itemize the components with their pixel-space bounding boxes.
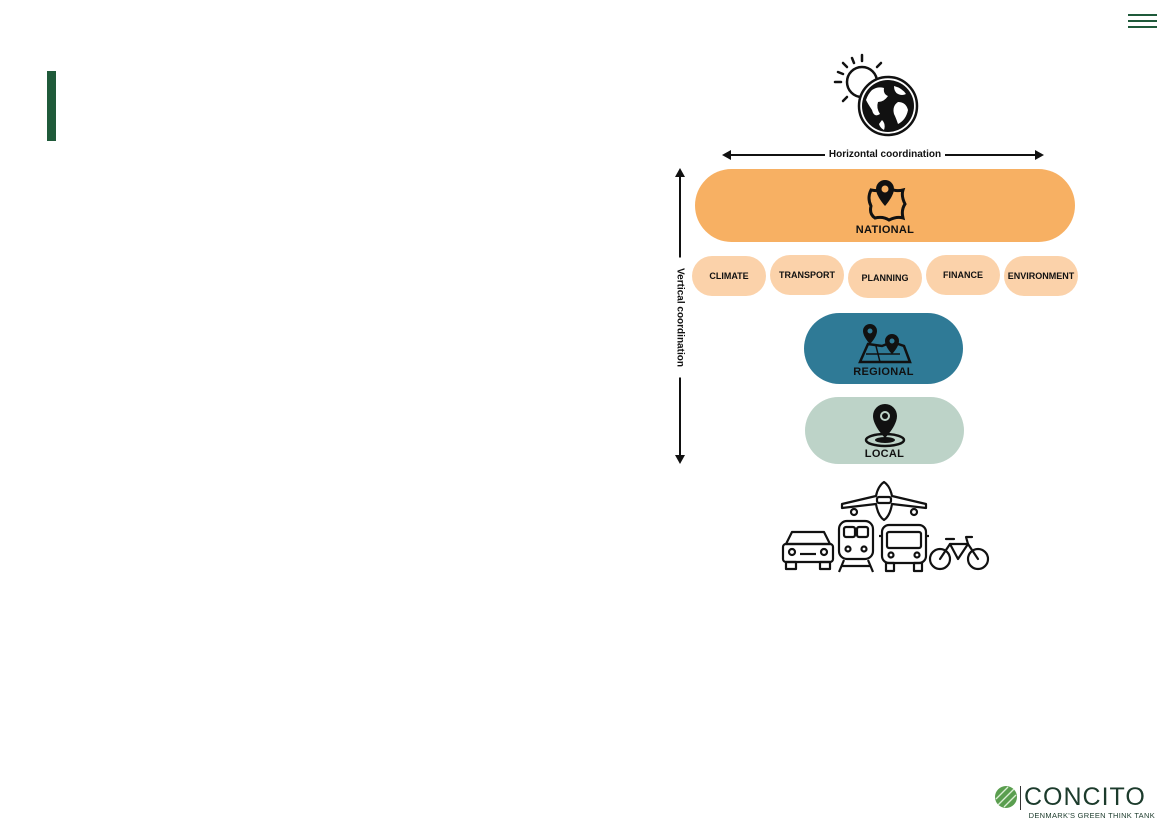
- accent-bar: [47, 71, 56, 141]
- car-icon: [781, 530, 835, 571]
- regional-label: REGIONAL: [853, 365, 914, 378]
- concito-logo[interactable]: CONCITO DENMARK'S GREEN THINK TANK: [994, 783, 1159, 821]
- logo-wordmark: CONCITO: [1024, 783, 1146, 811]
- governance-diagram: Horizontal coordination Vertical coordin…: [660, 40, 1100, 600]
- sector-planning: PLANNING: [848, 258, 922, 298]
- sector-climate: CLIMATE: [692, 256, 766, 296]
- sun-globe-icon: [833, 53, 919, 137]
- map-pin-icon: [867, 179, 907, 222]
- sector-finance: FINANCE: [926, 255, 1000, 295]
- location-pin-icon: [864, 403, 905, 447]
- national-label: NATIONAL: [855, 223, 915, 236]
- vertical-coordination-label: Vertical coordination: [674, 257, 686, 378]
- logo-divider: [1020, 786, 1021, 810]
- airplane-icon: [840, 480, 928, 522]
- sector-transport: TRANSPORT: [770, 255, 844, 295]
- region-map-icon: [857, 323, 912, 363]
- horizontal-coordination-label: Horizontal coordination: [825, 149, 945, 160]
- local-label: LOCAL: [864, 447, 905, 460]
- bicycle-icon: [928, 535, 990, 571]
- hamburger-menu-icon[interactable]: [1128, 12, 1157, 30]
- sector-environment: ENVIRONMENT: [1004, 256, 1078, 296]
- logo-tagline: DENMARK'S GREEN THINK TANK: [1028, 811, 1155, 820]
- concito-leaf-icon: [995, 786, 1017, 808]
- bus-icon: [879, 523, 929, 573]
- train-icon: [837, 519, 875, 573]
- regional-level: REGIONAL: [804, 313, 963, 384]
- national-level: NATIONAL: [695, 169, 1075, 242]
- local-level: LOCAL: [805, 397, 964, 464]
